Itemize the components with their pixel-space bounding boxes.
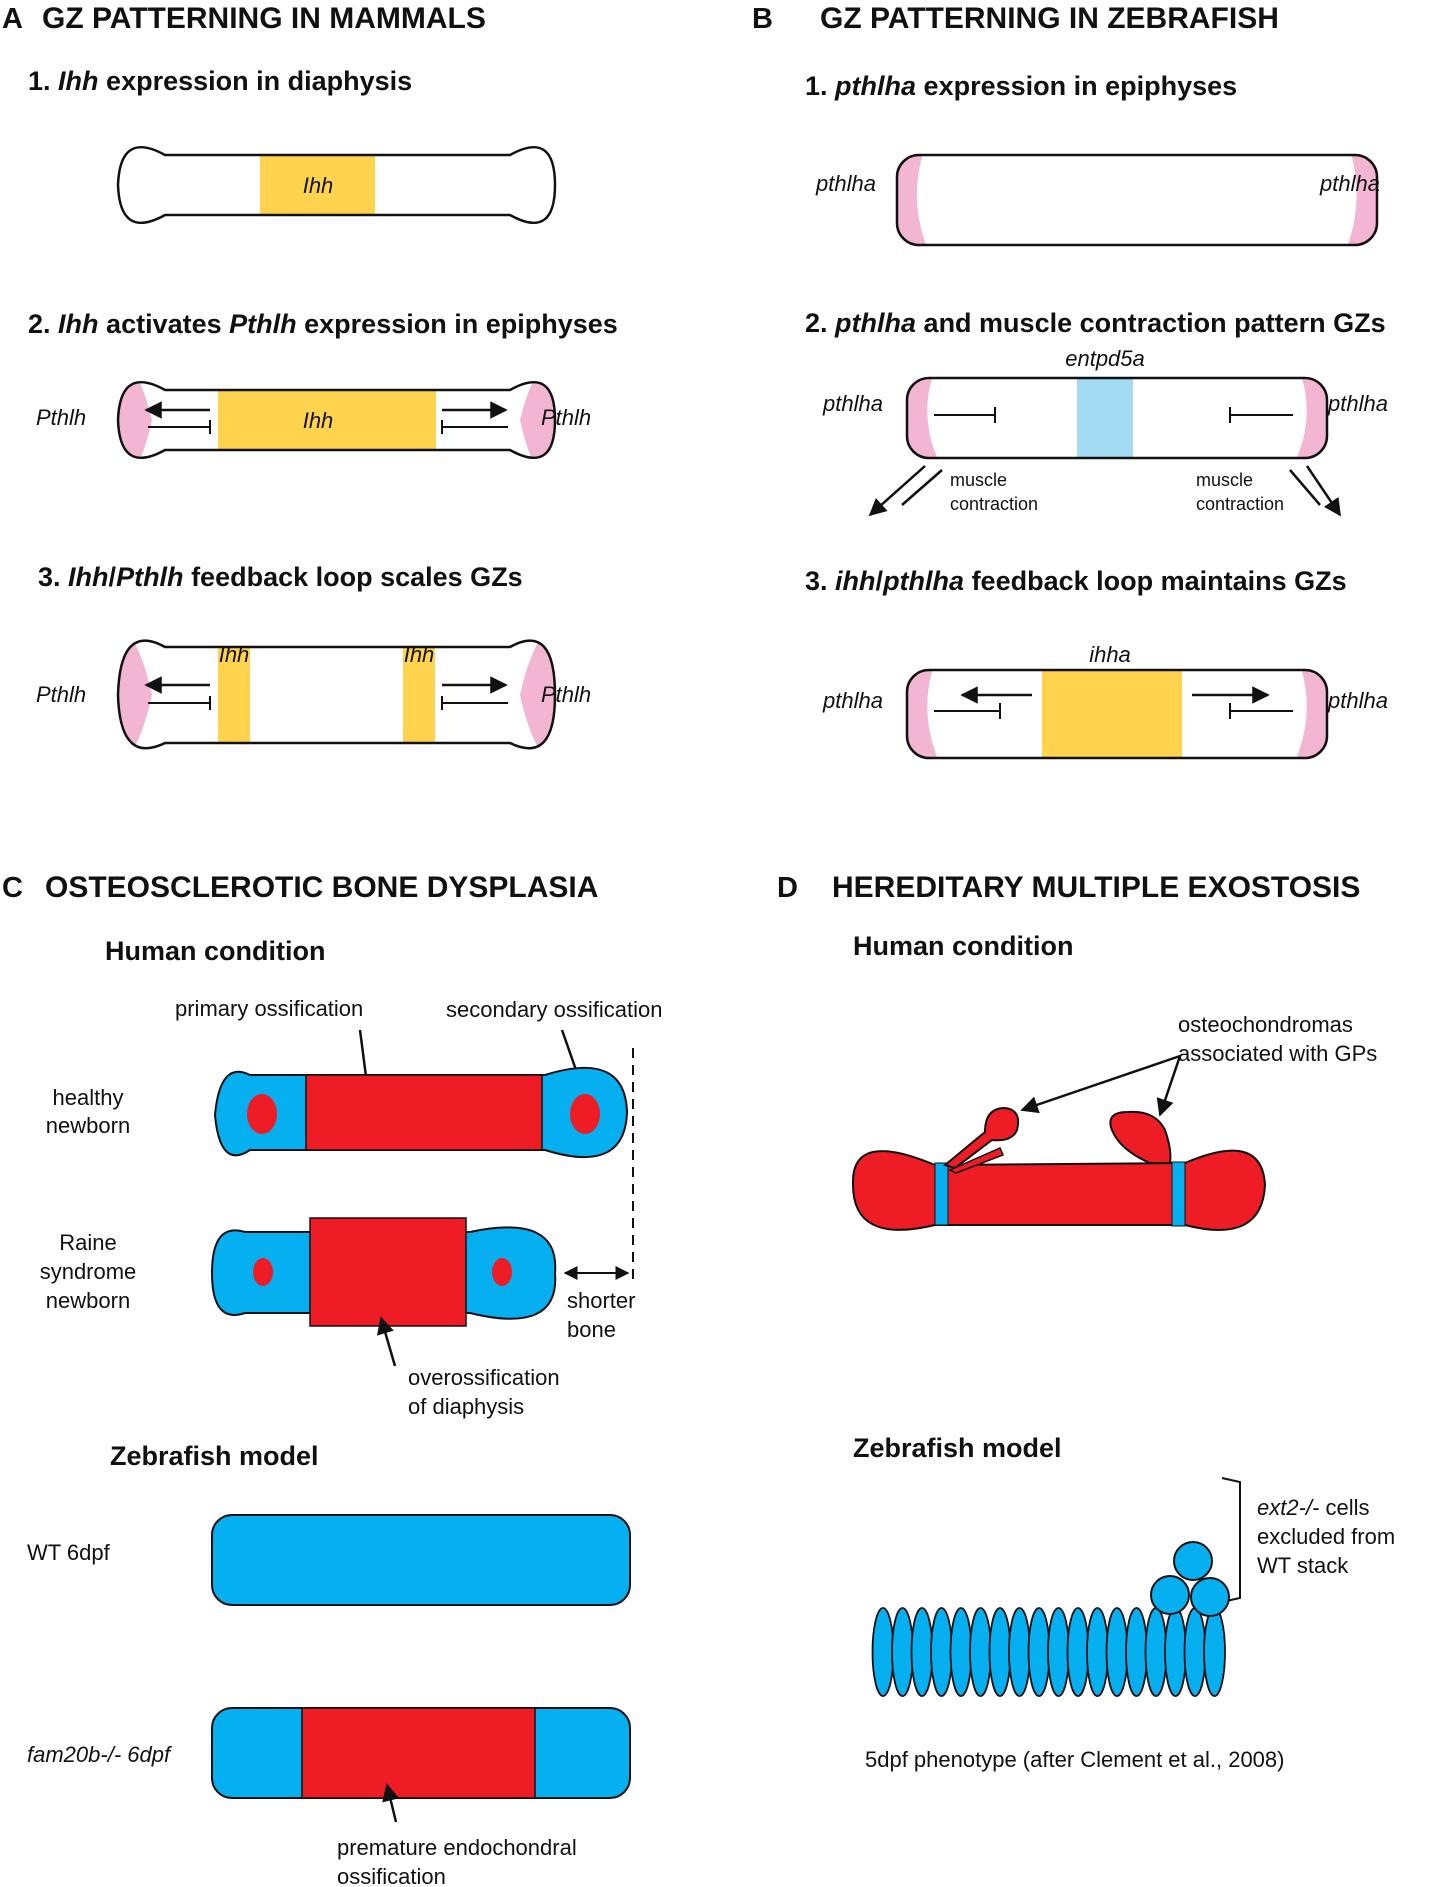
d-ext2-line2: excluded from <box>1257 1524 1395 1549</box>
stack-cell <box>910 1607 934 1697</box>
d-caption: 5dpf phenotype (after Clement et al., 20… <box>865 1747 1284 1772</box>
panel-c: C OSTEOSCLEROTIC BONE DYSPLASIA Human co… <box>2 871 662 1887</box>
c-raine-bone <box>210 1217 557 1327</box>
a3-bone: Ihh Ihh Pthlh Pthlh <box>36 639 591 750</box>
a3-pthlh-left: Pthlh <box>36 682 86 707</box>
stack-cell <box>1047 1607 1070 1697</box>
panel-a: A GZ PATTERNING IN MAMMALS 1. Ihh expres… <box>2 2 618 750</box>
stack-cell <box>1008 1607 1031 1697</box>
panel-b-title: GZ PATTERNING IN ZEBRAFISH <box>820 2 1279 35</box>
panel-d-title: HEREDITARY MULTIPLE EXOSTOSIS <box>832 871 1360 904</box>
b2-muscle-left-line1: muscle <box>950 470 1007 490</box>
b2-bone: entpd5a pthlha pthlha muscle contraction… <box>822 346 1388 517</box>
d-osteo-line1: osteochondromas <box>1178 1012 1353 1037</box>
panel-b-step1-heading: 1. pthlha expression in epiphyses <box>805 71 1237 101</box>
b1-pthlha-left: pthlha <box>815 171 876 196</box>
c-oveross-line1: overossification <box>408 1365 560 1390</box>
stack-cell <box>1164 1607 1187 1697</box>
b3-pthlha-right: pthlha <box>1327 688 1388 713</box>
stack-cell <box>1183 1607 1207 1697</box>
c-healthy-bone <box>213 1066 629 1158</box>
c-raine-line2: syndrome <box>40 1259 137 1284</box>
b3-ihha-label: ihha <box>1089 642 1131 667</box>
b1-bone: pthlha pthlha <box>815 153 1380 247</box>
stack-cell <box>1105 1607 1129 1697</box>
d-osteo-line2: associated with GPs <box>1178 1041 1377 1066</box>
stack-cell <box>1203 1607 1226 1697</box>
panel-c-human-title: Human condition <box>105 936 325 966</box>
panel-c-title: OSTEOSCLEROTIC BONE DYSPLASIA <box>45 871 598 904</box>
d-human-bone <box>851 1106 1267 1231</box>
a2-pthlh-right: Pthlh <box>541 405 591 430</box>
a1-ihh-label: Ihh <box>303 173 334 198</box>
stack-cell <box>988 1607 1012 1697</box>
c-shorter-line1: shorter <box>567 1288 635 1313</box>
panel-d-letter: D <box>777 872 798 904</box>
c-wt-label: WT 6dpf <box>27 1540 111 1565</box>
c-raine-line1: Raine <box>59 1230 116 1255</box>
b2-pthlha-right: pthlha <box>1327 391 1388 416</box>
panel-b-step2-heading: 2. pthlha and muscle contraction pattern… <box>805 308 1386 338</box>
c-primary-label: primary ossification <box>175 996 363 1021</box>
c-mutant-bone <box>211 1707 631 1799</box>
panel-d: D HEREDITARY MULTIPLE EXOSTOSIS Human co… <box>777 871 1395 1772</box>
panel-b-letter: B <box>752 3 773 35</box>
c-wt-bone <box>211 1514 631 1606</box>
b3-bone: ihha pthlha pthlha <box>822 642 1388 760</box>
b2-muscle-left-line2: contraction <box>950 494 1038 514</box>
stack-cell <box>1144 1607 1168 1697</box>
stack-cell <box>1027 1607 1051 1697</box>
stack-cell <box>871 1607 895 1697</box>
c-healthy-line2: newborn <box>46 1113 130 1138</box>
a2-pthlh-left: Pthlh <box>36 405 86 430</box>
panel-c-letter: C <box>2 872 23 904</box>
c-oveross-line2: of diaphysis <box>408 1394 524 1419</box>
b2-pthlha-left: pthlha <box>822 391 883 416</box>
panel-d-zebrafish-title: Zebrafish model <box>853 1433 1062 1463</box>
panel-d-human-title: Human condition <box>853 931 1073 961</box>
a3-ihh-right-label: Ihh <box>404 642 435 667</box>
b2-entpd5a-label: entpd5a <box>1065 346 1145 371</box>
stack-cell <box>1066 1607 1090 1697</box>
c-raine-line3: newborn <box>46 1288 130 1313</box>
stack-cell <box>969 1607 992 1697</box>
a3-ihh-left-label: Ihh <box>219 642 250 667</box>
panel-a-title: GZ PATTERNING IN MAMMALS <box>42 2 486 35</box>
d-excluded-cells <box>1150 1541 1230 1617</box>
d-ext2-line3: WT stack <box>1257 1553 1349 1578</box>
a3-pthlh-right: Pthlh <box>541 682 591 707</box>
c-mutant-label: fam20b-/- 6dpf <box>27 1742 173 1767</box>
b1-pthlha-right: pthlha <box>1319 171 1380 196</box>
a2-ihh-label: Ihh <box>303 408 334 433</box>
c-shorter-line2: bone <box>567 1317 616 1342</box>
c-secondary-label: secondary ossification <box>446 997 662 1022</box>
panel-c-zebrafish-title: Zebrafish model <box>110 1441 319 1471</box>
c-healthy-line1: healthy <box>53 1085 124 1110</box>
panel-a-step1-heading: 1. Ihh expression in diaphysis <box>28 66 412 96</box>
d-ext2-line1: ext2-/- cells <box>1257 1495 1369 1520</box>
panel-b-step3-heading: 3. ihh/pthlha feedback loop maintains GZ… <box>805 566 1347 596</box>
b3-pthlha-left: pthlha <box>822 688 883 713</box>
a1-bone: Ihh <box>116 145 557 225</box>
c-premature-line1: premature endochondral <box>337 1835 577 1860</box>
panel-a-letter: A <box>2 3 23 35</box>
a2-bone: Ihh Pthlh Pthlh <box>36 380 591 460</box>
panel-b: B GZ PATTERNING IN ZEBRAFISH 1. pthlha e… <box>752 2 1388 760</box>
b2-muscle-right-line1: muscle <box>1196 470 1253 490</box>
d-wt-cell-stack <box>871 1607 1226 1697</box>
stack-cell <box>891 1607 914 1697</box>
stack-cell <box>949 1607 973 1697</box>
c-premature-line2: ossification <box>337 1864 446 1887</box>
stack-cell <box>1086 1607 1109 1697</box>
b2-muscle-right-line2: contraction <box>1196 494 1284 514</box>
stack-cell <box>930 1607 953 1697</box>
panel-a-step3-heading: 3. Ihh/Pthlh feedback loop scales GZs <box>38 562 523 592</box>
panel-a-step2-heading: 2. Ihh activates Pthlh expression in epi… <box>28 309 618 339</box>
stack-cell <box>1125 1607 1148 1697</box>
